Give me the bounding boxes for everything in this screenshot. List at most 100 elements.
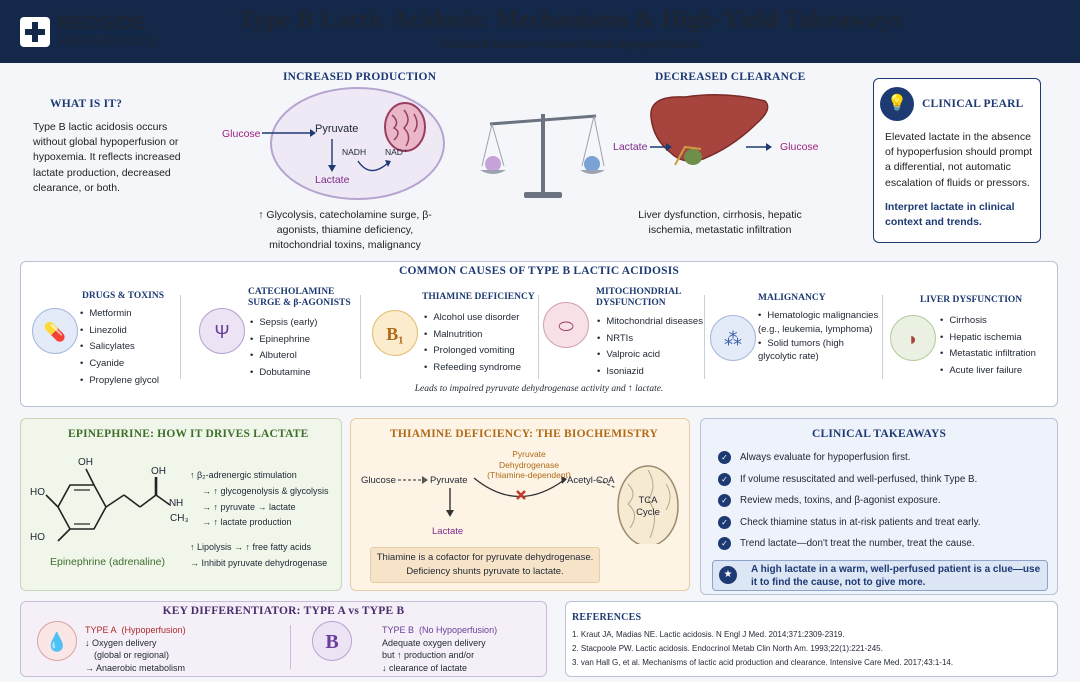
clearance-caption: Liver dysfunction, cirrhosis, hepatic is… (638, 209, 802, 237)
type-a-title: TYPE A (85, 625, 117, 635)
n-label: N (169, 498, 177, 509)
nad-label: NAD⁺ (385, 147, 408, 157)
takeaways-heading: CLINICAL TAKEAWAYS (811, 428, 947, 440)
mitochondria-icon: ⬭ (543, 302, 589, 348)
divider (538, 295, 539, 379)
diff-heading: KEY DIFFERENTIATOR: TYPE A vs TYPE B (162, 605, 405, 617)
logo: BEDSIDE REFERENCE (20, 14, 160, 50)
cause-title-drugs: DRUGS & TOXINS (82, 291, 165, 301)
check-icon: ✓ (718, 537, 731, 551)
cause-list-catecholamine: Sepsis (early) Epinephrine Albuterol Dob… (250, 315, 317, 382)
takeaway-callout: A high lactate in a warm, well-perfused … (751, 564, 1041, 588)
list-item: Isoniazid (597, 364, 703, 381)
clearance-glucose-label: Glucose (780, 141, 819, 153)
divider (704, 295, 705, 379)
takeaway-text: If volume resuscitated and well-perfused… (740, 473, 978, 485)
liver-icon (650, 94, 769, 166)
what-heading: WHAT IS IT? (50, 98, 123, 110)
list-item: Alcohol use disorder (424, 310, 521, 327)
enzyme-line: Pyruvate (512, 449, 546, 459)
cause-title-malignancy: MALIGNANCY (758, 293, 826, 303)
header-bar (0, 0, 1080, 63)
type-a-line: ↓ Oxygen delivery (85, 637, 157, 648)
list-item: Valproic acid (597, 347, 703, 364)
check-icon: ✓ (718, 494, 731, 508)
clearance-heading: DECREASED CLEARANCE (655, 71, 806, 83)
lactate-label: Lactate (315, 174, 350, 186)
epi-effects: ↑ β₂-adrenergic stimulation → ↑ glycogen… (190, 468, 329, 572)
takeaway-callout-box (712, 560, 1048, 591)
check-icon: ✓ (718, 515, 731, 529)
divider (180, 295, 181, 379)
epi-heading: EPINEPHRINE: HOW IT DRIVES LACTATE (68, 428, 309, 440)
reference-item: 3. van Hall G, et al. Mechanisms of lact… (572, 658, 954, 667)
pill-icon: 💊 (32, 308, 78, 354)
list-item: ✓If volume resuscitated and well-perfuse… (718, 469, 981, 491)
takeaway-text: Review meds, toxins, and β-agonist expos… (740, 495, 941, 507)
ho-label: HO (30, 532, 45, 543)
list-item: Hematologic malignancies (e.g., leukemia… (758, 309, 883, 337)
differentiator-panel (20, 601, 547, 677)
receptor-icon: Ψ (199, 308, 245, 354)
effect-line: ↑ Lipolysis → ↑ free fatty acids (190, 542, 312, 552)
logo-line1: BEDSIDE (58, 13, 146, 34)
list-item: Cirrhosis (940, 313, 1036, 330)
list-item: Salicylates (80, 339, 159, 356)
list-item: Acute liver failure (940, 363, 1036, 380)
list-item: Metformin (80, 306, 159, 323)
epinephrine-structure-diagram (45, 468, 171, 542)
ho-label: HO (30, 487, 45, 498)
type-b-block: TYPE B (No Hypoperfusion) Adequate oxyge… (382, 624, 497, 674)
balance-scale-icon (480, 114, 605, 198)
takeaway-text: Always evaluate for hypoperfusion first. (740, 452, 911, 464)
star-icon: ★ (719, 566, 737, 584)
list-item: Refeeding syndrome (424, 360, 521, 377)
cause-list-liver: Cirrhosis Hepatic ischemia Metastatic in… (940, 313, 1036, 380)
epi-name: Epinephrine (adrenaline) (50, 556, 165, 568)
common-causes-panel (20, 261, 1058, 407)
reference-item: 1. Kraut JA, Madias NE. Lactic acidosis.… (572, 630, 845, 639)
pdh-enzyme-label: Pyruvate Dehydrogenase (Thiamine-depende… (484, 449, 574, 481)
cause-list-mitochondrial: Mitochondrial diseases NRTIs Valproic ac… (597, 314, 703, 381)
oh-label: OH (151, 466, 166, 477)
clearance-lactate-label: Lactate (613, 141, 648, 153)
list-item: ✓ Always evaluate for hypoperfusion first… (718, 447, 981, 469)
list-item: Prolonged vomiting (424, 343, 521, 360)
list-item: Propylene glycol (80, 373, 159, 390)
takeaways-list: ✓ Always evaluate for hypoperfusion first… (718, 447, 981, 555)
acetyl-coa-label: Acetyl-CoA (567, 475, 615, 486)
list-item: ✓ Review meds, toxins, and β-agonist expo… (718, 490, 981, 512)
thia-heading: THIAMINE DEFICIENCY: THE BIOCHEMISTRY (390, 428, 659, 440)
epinephrine-panel (20, 418, 342, 591)
pearl-heading: CLINICAL PEARL (922, 98, 1024, 110)
references-list: 1. Kraut JA, Madias NE. Lactic acidosis.… (572, 628, 953, 670)
cause-title-liver: LIVER DYSFUNCTION (920, 295, 1023, 305)
takeaway-text: Trend lactate—don't treat the number, tr… (740, 538, 975, 550)
list-item: Albuterol (250, 348, 317, 365)
page-subtitle: Elevated lactate without tissue hypoperf… (439, 37, 701, 52)
type-b-line: ↓ clearance of lactate (382, 662, 468, 673)
refs-heading: REFERENCES (572, 612, 642, 623)
list-item: Hepatic ischemia (940, 330, 1036, 347)
list-item: Metastatic infiltration (940, 346, 1036, 363)
production-arrows (262, 129, 391, 172)
reference-item: 2. Stacpoole PW. Lactic acidosis. Endocr… (572, 644, 883, 653)
clearance-arrows (650, 143, 772, 151)
divider (360, 295, 361, 379)
cause-title-thiamine: THIAMINE DEFICIENCY (422, 292, 535, 302)
divider (290, 625, 291, 669)
type-b-line: Adequate oxygen delivery (382, 637, 486, 648)
pearl-bold: Interpret lactate in clinical context an… (885, 201, 1015, 228)
cause-title-mitochondrial: MITOCHONDRIAL DYSFUNCTION (596, 287, 681, 309)
logo-line2: REFERENCE (58, 32, 160, 50)
type-b-sub: (No Hypoperfusion) (419, 625, 498, 635)
check-icon: ✓ (718, 451, 731, 465)
cause-title-catecholamine: CATECHOLAMINE SURGE & β-AGONISTS (248, 287, 351, 309)
medical-cross-icon (20, 16, 50, 47)
tca-cycle-label: TCA Cycle (624, 495, 672, 519)
liver-small-icon: ◗ (890, 315, 936, 361)
list-item: Dobutamine (250, 365, 317, 382)
list-item: Cyanide (80, 356, 159, 373)
type-b-icon: B (312, 621, 352, 661)
enzyme-line: Dehydrogenase (498, 459, 559, 470)
